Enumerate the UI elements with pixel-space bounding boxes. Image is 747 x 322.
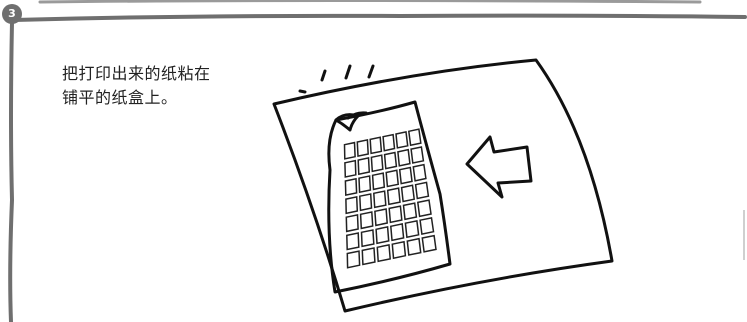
grid-cell	[346, 250, 361, 269]
grid-cell	[357, 156, 371, 176]
printed-grid-sheet	[327, 100, 452, 294]
grid-cell	[344, 159, 357, 178]
grid-cell	[376, 243, 392, 263]
grid-cell	[400, 184, 416, 203]
grid-cell	[345, 213, 359, 233]
grid-cell	[374, 208, 388, 227]
sheet-of-paper	[272, 58, 614, 313]
grid-cell	[356, 138, 369, 158]
grid-cell	[369, 136, 383, 155]
grid-cell	[371, 172, 386, 191]
grid-cell	[398, 166, 413, 185]
grid-cell	[397, 148, 411, 167]
grid-cell	[388, 205, 403, 224]
grid-cell	[385, 169, 400, 188]
grid-cell	[407, 128, 422, 147]
grid-cell	[386, 187, 401, 206]
grid-cell	[375, 225, 390, 245]
grid-cell	[402, 202, 418, 221]
illustration	[272, 58, 614, 313]
grid-cell	[416, 199, 432, 218]
grid-cell	[373, 190, 387, 209]
grid-cell	[406, 237, 422, 256]
grid-cell	[382, 133, 396, 152]
step-number: 3	[8, 7, 16, 20]
caption-line-1: 把打印出来的纸粘在	[62, 64, 211, 83]
grid-cell	[389, 222, 405, 242]
grid-cell	[414, 181, 430, 200]
instruction-caption: 把打印出来的纸粘在 铺平的纸盒上。	[62, 62, 257, 110]
grid-cell	[358, 175, 372, 194]
grid-cell	[359, 193, 373, 212]
grid-cell	[383, 151, 398, 170]
grid-cell	[410, 146, 425, 164]
grid-cell	[421, 234, 437, 253]
grid-cell	[345, 195, 359, 215]
printed-grid	[343, 128, 437, 269]
grid-cell	[343, 141, 356, 160]
shine-marks	[298, 64, 375, 94]
step-badge	[2, 4, 22, 24]
grid-cell	[359, 211, 374, 230]
left-arrow-icon	[465, 135, 533, 199]
grid-cell	[346, 232, 360, 251]
grid-cell	[361, 247, 376, 266]
grid-cell	[370, 154, 384, 173]
grid-cell	[419, 217, 435, 235]
grid-cell	[404, 220, 420, 239]
grid-cell	[391, 240, 407, 260]
caption-line-2: 铺平的纸盒上。	[62, 88, 178, 107]
grid-cell	[360, 229, 375, 248]
grid-cell	[395, 130, 409, 149]
grid-cell	[344, 177, 358, 197]
grid-cell	[412, 163, 427, 182]
